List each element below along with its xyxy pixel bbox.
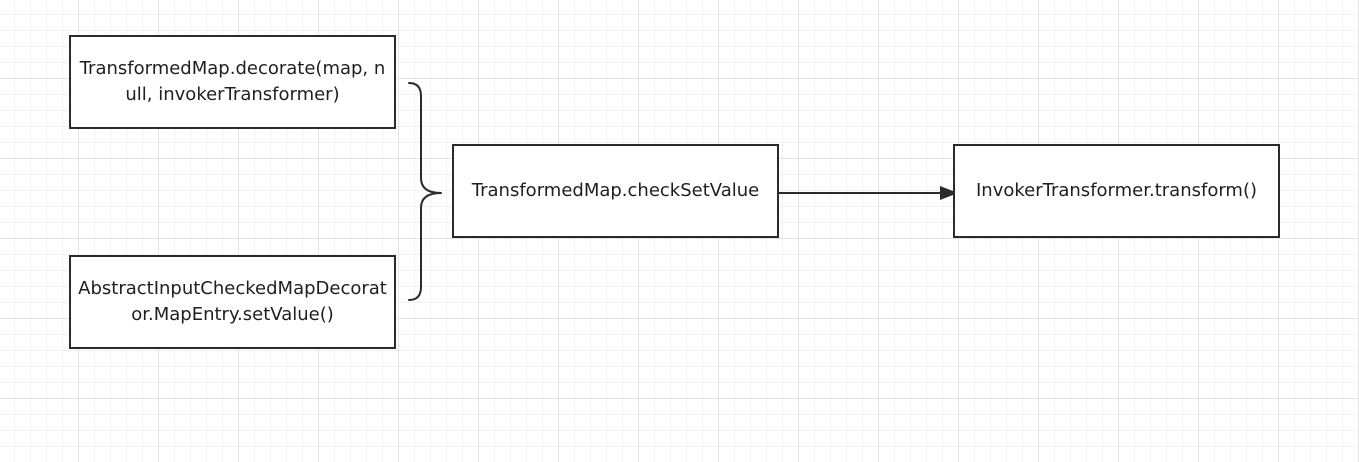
node-label: TransformedMap.checkSetValue — [471, 180, 760, 201]
node-mapentry-setvalue[interactable]: AbstractInputCheckedMapDecorator.MapEntr… — [69, 255, 396, 349]
node-label: InvokerTransformer.transform() — [975, 180, 1257, 201]
curly-brace-connector — [408, 82, 442, 301]
node-label: TransformedMap.decorate(map, null, invok… — [79, 58, 386, 105]
node-label: AbstractInputCheckedMapDecorator.MapEntr… — [78, 278, 387, 325]
node-transformedmap-checksetvalue[interactable]: TransformedMap.checkSetValue — [452, 144, 779, 238]
node-invokertransformer-transform[interactable]: InvokerTransformer.transform() — [953, 144, 1280, 238]
node-transformedmap-decorate[interactable]: TransformedMap.decorate(map, null, invok… — [69, 35, 396, 129]
arrowhead-icon — [940, 186, 958, 200]
